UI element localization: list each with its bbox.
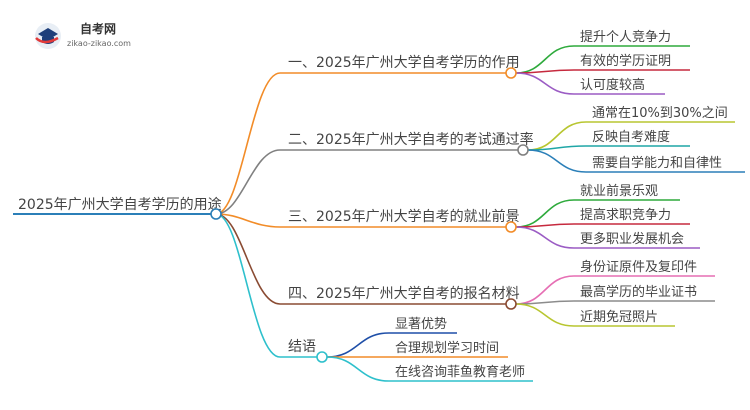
leaf-connector xyxy=(515,226,575,249)
leaf-connector xyxy=(515,303,575,327)
leaf-label: 有效的学历证明 xyxy=(580,53,671,69)
leaf-connector xyxy=(515,275,575,305)
branch-connector xyxy=(215,213,281,358)
leaf-label: 需要自学能力和自律性 xyxy=(592,155,722,171)
leaf-label: 在线咨询菲鱼教育老师 xyxy=(395,364,525,380)
root-label: 2025年广州大学自考学历的用途 xyxy=(18,196,222,213)
root-node-circle xyxy=(210,208,222,220)
logo-name: 自考网 xyxy=(80,21,116,36)
leaf-label: 认可度较高 xyxy=(580,77,645,93)
branch-connector xyxy=(215,213,281,305)
leaf-connector xyxy=(515,199,575,228)
branch-label: 一、2025年广州大学自考学历的作用 xyxy=(288,55,520,71)
branch-node: 结语 显著优势 合理规划学习时间 在线咨询菲鱼教育老师 xyxy=(215,213,533,382)
leaf-label: 更多职业发展机会 xyxy=(580,231,684,247)
site-logo: 自考网 zikao-zikao.com xyxy=(35,21,131,49)
leaf-connector xyxy=(527,149,587,173)
branch-node: 四、2025年广州大学自考的报名材料 身份证原件及复印件 最高学历的毕业证书 近… xyxy=(215,213,715,327)
logo-swoosh xyxy=(35,36,59,44)
branch-node: 三、2025年广州大学自考的就业前景 就业前景乐观 提高求职竞争力 更多职业发展… xyxy=(215,183,700,249)
logo-url: zikao-zikao.com xyxy=(67,39,131,48)
root-node: 2025年广州大学自考学历的用途 xyxy=(13,196,222,215)
leaf-label: 就业前景乐观 xyxy=(580,183,658,199)
branch-node-circle xyxy=(316,351,328,363)
branch-label: 四、2025年广州大学自考的报名材料 xyxy=(288,286,520,302)
branch-node-circle xyxy=(505,221,517,233)
leaf-connector xyxy=(515,72,575,95)
branch-node: 一、2025年广州大学自考学历的作用 提升个人竞争力 有效的学历证明 认可度较高 xyxy=(215,29,690,215)
leaf-label: 显著优势 xyxy=(395,316,447,332)
leaf-label: 最高学历的毕业证书 xyxy=(580,284,697,300)
leaf-label: 近期免冠照片 xyxy=(580,310,658,325)
leaf-connector xyxy=(527,145,587,151)
branch-connector xyxy=(215,72,281,215)
branch-label: 结语 xyxy=(288,339,316,355)
leaf-label: 合理规划学习时间 xyxy=(395,340,499,356)
leaf-label: 身份证原件及复印件 xyxy=(580,259,697,275)
branch-label: 三、2025年广州大学自考的就业前景 xyxy=(288,208,520,225)
branch-node-circle xyxy=(505,67,517,79)
leaf-label: 通常在10%到30%之间 xyxy=(592,106,728,121)
branch-node: 二、2025年广州大学自考的考试通过率 通常在10%到30%之间 反映自考难度 … xyxy=(215,106,745,215)
branch-node-circle xyxy=(517,144,529,156)
leaf-label: 反映自考难度 xyxy=(592,129,670,145)
leaf-label: 提高求职竞争力 xyxy=(580,207,671,223)
leaf-connector xyxy=(326,356,390,382)
branch-connector xyxy=(215,149,281,215)
leaf-connector xyxy=(515,45,575,74)
leaf-connector xyxy=(326,332,390,358)
branch-node-circle xyxy=(505,298,517,310)
branch-connector xyxy=(215,213,281,228)
branch-label: 二、2025年广州大学自考的考试通过率 xyxy=(288,131,534,148)
leaf-label: 提升个人竞争力 xyxy=(580,29,671,45)
